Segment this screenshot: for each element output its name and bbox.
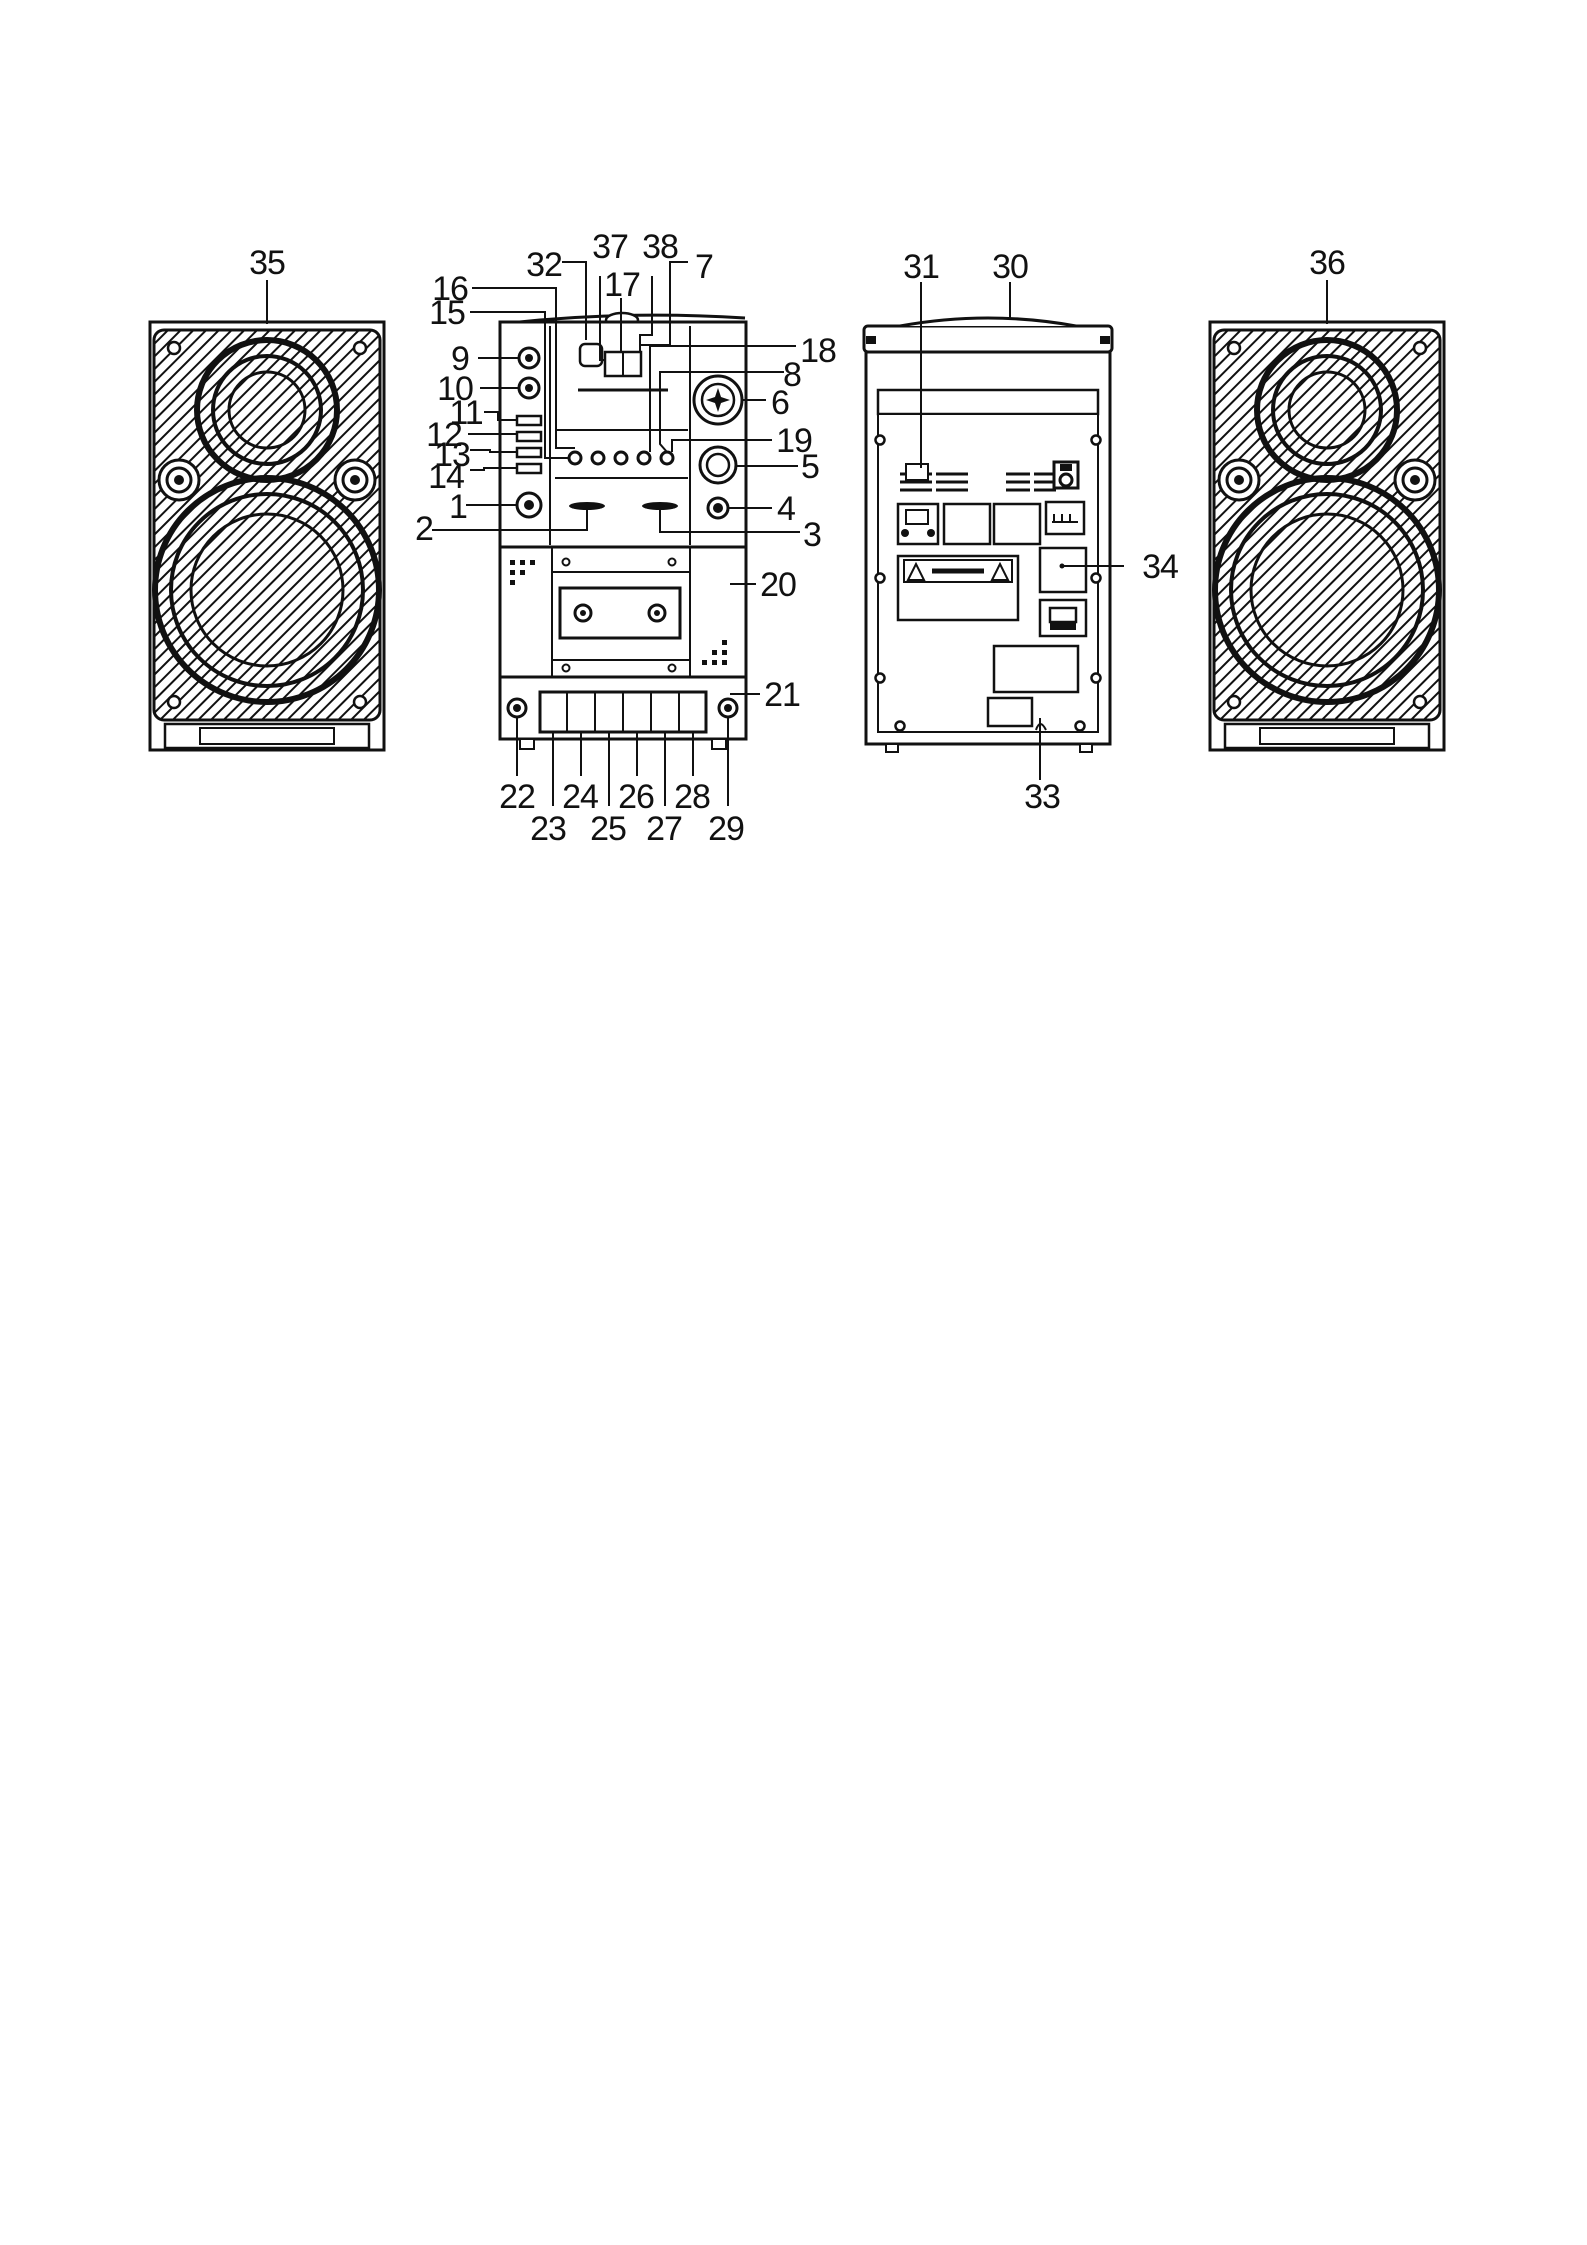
label-7: 7 bbox=[695, 248, 713, 286]
label-28: 28 bbox=[674, 778, 710, 816]
label-5: 5 bbox=[801, 448, 819, 486]
right-speaker: 36 bbox=[1210, 244, 1444, 750]
label-18: 18 bbox=[800, 332, 836, 370]
label-4: 4 bbox=[777, 490, 795, 528]
main-unit-back: 31 30 34 33 bbox=[864, 248, 1178, 816]
label-21: 21 bbox=[764, 676, 800, 714]
label-1: 1 bbox=[449, 488, 467, 526]
label-23: 23 bbox=[530, 810, 566, 848]
label-38: 38 bbox=[642, 228, 678, 266]
main-unit-front: 32 37 38 7 16 17 15 18 8 9 10 11 12 13 1… bbox=[415, 228, 836, 848]
label-15: 15 bbox=[429, 294, 465, 332]
label-37: 37 bbox=[592, 228, 628, 266]
label-31: 31 bbox=[903, 248, 939, 286]
label-20: 20 bbox=[760, 566, 796, 604]
label-33: 33 bbox=[1024, 778, 1060, 816]
label-17: 17 bbox=[604, 266, 640, 304]
left-speaker: 35 bbox=[150, 244, 384, 750]
label-34: 34 bbox=[1142, 548, 1178, 586]
label-3: 3 bbox=[803, 516, 821, 554]
label-30: 30 bbox=[992, 248, 1028, 286]
label-36: 36 bbox=[1309, 244, 1345, 282]
product-diagram: 35 36 bbox=[0, 0, 1587, 900]
label-29: 29 bbox=[708, 810, 744, 848]
label-32: 32 bbox=[526, 246, 562, 284]
label-2: 2 bbox=[415, 510, 433, 548]
label-35: 35 bbox=[249, 244, 285, 282]
label-6: 6 bbox=[771, 384, 789, 422]
